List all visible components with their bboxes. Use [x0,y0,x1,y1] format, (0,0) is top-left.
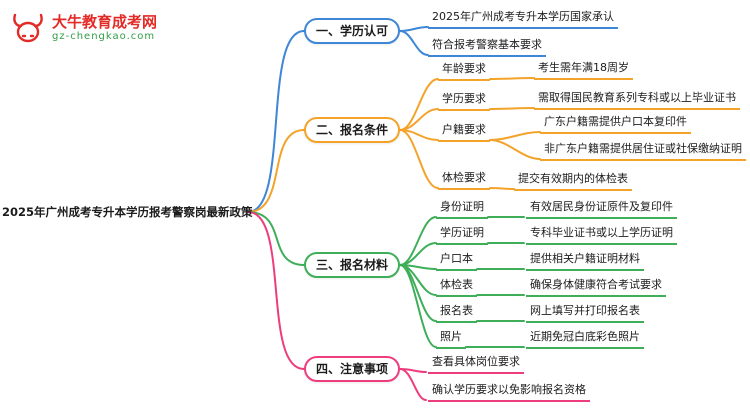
leaf-guangdong-hukou: 广东户籍需提供户口本复印件 [540,114,691,134]
leaf-photo-spec: 近期免冠白底彩色照片 [526,329,644,349]
sub-education-proof: 学历证明 [436,225,488,245]
branch-registration-conditions: 二、报名条件 [304,117,401,143]
leaf-medical-form-valid: 提交有效期内的体检表 [514,171,632,191]
leaf-id-card-copy: 有效居民身份证原件及复印件 [526,199,677,219]
leaf-meets-police-requirement: 符合报考警察基本要求 [428,37,546,57]
sub-registration-form: 报名表 [436,303,477,323]
logo-title: 大牛教育成考网 [52,13,158,31]
sub-education-requirement: 学历要求 [438,91,490,111]
branch-notes: 四、注意事项 [304,356,401,382]
leaf-non-guangdong-hukou: 非广东户籍需提供居住证或社保缴纳证明 [540,141,746,161]
branch-degree-recognition: 一、学历认可 [304,18,401,44]
leaf-diploma-proof: 专科毕业证书或以上学历证明 [526,225,677,245]
sub-identity-proof: 身份证明 [436,199,488,219]
sub-household-booklet: 户口本 [436,251,477,271]
bull-icon [13,13,43,43]
sub-medical-form: 体检表 [436,277,477,297]
leaf-online-form-print: 网上填写并打印报名表 [526,303,644,323]
leaf-age-18: 考生需年满18周岁 [534,60,633,80]
site-logo: 大牛教育成考网 gz-chengkao.com [10,10,157,46]
sub-photo: 照片 [436,329,466,349]
mindmap-root-topic: 2025年广州成考专升本学历报考警察岗最新政策 [2,205,253,219]
leaf-national-diploma: 需取得国民教育系列专科或以上毕业证书 [534,90,740,110]
leaf-check-post-requirements: 查看具体岗位要求 [428,354,524,374]
leaf-confirm-education: 确认学历要求以免影响报名资格 [428,382,590,402]
sub-household-requirement: 户籍要求 [438,122,490,142]
logo-subtitle: gz-chengkao.com [52,31,156,42]
sub-age-requirement: 年龄要求 [438,61,490,81]
sub-medical-requirement: 体检要求 [438,170,490,190]
leaf-household-materials: 提供相关户籍证明材料 [526,251,644,271]
leaf-nation-recognized: 2025年广州成考专升本学历国家承认 [428,9,618,29]
branch-registration-materials: 三、报名材料 [304,252,401,278]
leaf-health-compliance: 确保身体健康符合考试要求 [526,277,666,297]
